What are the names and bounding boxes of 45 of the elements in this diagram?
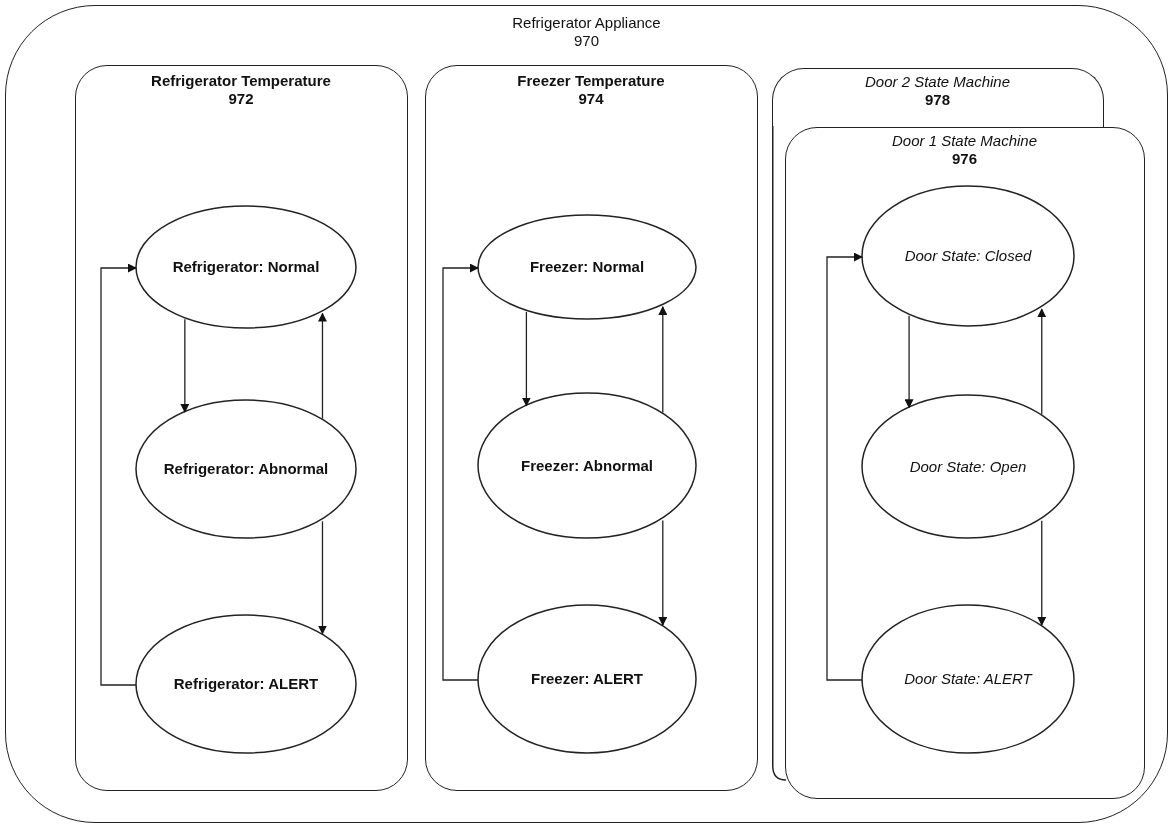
- arrow: [521, 311, 531, 407]
- arrow: [1037, 520, 1047, 626]
- state-label: Door State: Closed: [904, 246, 1032, 266]
- state-ellipse: [135, 205, 357, 329]
- state-label: Door State: Open: [909, 456, 1027, 477]
- reference-number: 978: [924, 90, 951, 109]
- arrow: [658, 305, 668, 414]
- state-ellipse: [861, 394, 1075, 539]
- reference-number: 972: [227, 89, 255, 108]
- panel-title: Door 2 State Machine: [863, 72, 1012, 91]
- reference-number: 974: [577, 89, 605, 108]
- arrow: [318, 520, 327, 635]
- arrow: [826, 252, 863, 681]
- state-machine-panel: [784, 126, 1145, 799]
- state-machine-panel: [771, 67, 1104, 127]
- state-ellipse: [861, 604, 1075, 754]
- arrow: [100, 263, 137, 686]
- reference-number: 976: [951, 149, 978, 168]
- state-label: Door State: ALERT: [904, 669, 1032, 689]
- state-label: Refrigerator: Abnormal: [163, 459, 329, 479]
- state-machine-panel: [424, 64, 758, 791]
- state-ellipse: [135, 399, 357, 539]
- state-ellipse: [135, 614, 357, 754]
- state-label: Refrigerator: Normal: [172, 257, 320, 277]
- arrow: [318, 312, 327, 420]
- state-label: Freezer: ALERT: [531, 669, 643, 689]
- arrow: [442, 263, 479, 681]
- state-machine-panel: [5, 5, 1168, 823]
- reference-number: 970: [573, 32, 600, 50]
- state-ellipse: [477, 392, 697, 539]
- panel-title: Refrigerator Appliance: [511, 14, 662, 32]
- state-label: Freezer: Abnormal: [521, 455, 653, 476]
- arrow: [1037, 308, 1047, 415]
- state-machine-panel: [74, 64, 408, 791]
- state-ellipse: [477, 214, 697, 320]
- arrow: [180, 318, 190, 413]
- state-ellipse: [861, 185, 1075, 327]
- state-ellipse: [477, 604, 697, 754]
- state-label: Freezer: Normal: [529, 257, 645, 277]
- state-label: Refrigerator: ALERT: [173, 674, 319, 694]
- panel-title: Refrigerator Temperature: [150, 71, 332, 90]
- arrow: [904, 315, 914, 409]
- panel-title: Freezer Temperature: [516, 71, 666, 90]
- arrow: [658, 519, 668, 626]
- panel-title: Door 1 State Machine: [890, 131, 1039, 150]
